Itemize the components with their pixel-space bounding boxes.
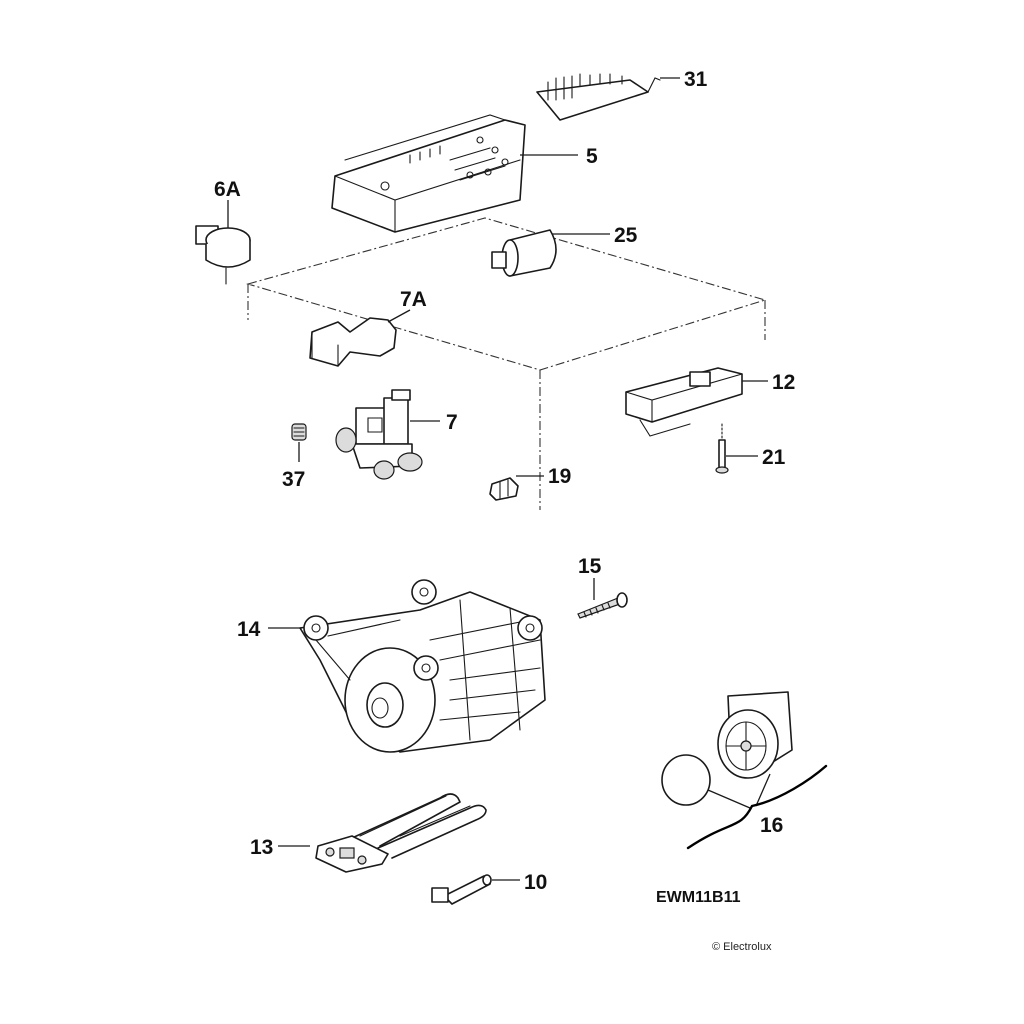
part-16-drain-pump[interactable]: [661, 691, 828, 850]
label-6A: 6A: [214, 178, 241, 201]
label-12: 12: [772, 371, 795, 394]
callout-16: 16: [760, 814, 783, 837]
label-10: 10: [524, 871, 547, 894]
label-25: 25: [614, 224, 638, 247]
label-14: 14: [237, 618, 261, 641]
label-15: 15: [578, 555, 602, 578]
callout-6A: 6A: [214, 178, 241, 228]
part-21-screw[interactable]: [715, 423, 729, 474]
part-7A-bracket[interactable]: [309, 317, 397, 367]
callout-10: 10: [492, 871, 547, 894]
model-number: EWM11B11: [656, 889, 741, 906]
label-31: 31: [684, 68, 708, 91]
part-12-door-interlock[interactable]: [625, 367, 743, 437]
part-19-clip[interactable]: [489, 477, 519, 501]
cabinet-outline: [246, 217, 767, 510]
callout-31: 31: [660, 68, 708, 91]
part-6A-pressure-switch[interactable]: [195, 225, 251, 285]
callout-7: 7: [410, 411, 458, 434]
part-5-control-module[interactable]: [331, 114, 526, 233]
callout-7A: 7A: [387, 288, 427, 323]
label-21: 21: [762, 446, 786, 469]
callout-37: 37: [282, 442, 305, 491]
part-37-filter[interactable]: [291, 423, 307, 441]
label-5: 5: [586, 145, 598, 168]
label-37: 37: [282, 468, 305, 491]
label-7A: 7A: [400, 288, 427, 311]
callout-14: 14: [237, 618, 302, 641]
part-25-capacitor[interactable]: [491, 229, 557, 277]
callout-25: 25: [552, 224, 638, 247]
callout-19: 19: [516, 465, 571, 488]
part-14-motor[interactable]: [299, 579, 546, 753]
label-13: 13: [250, 836, 273, 859]
callout-5: 5: [520, 145, 598, 168]
label-7: 7: [446, 411, 458, 434]
callout-21: 21: [726, 446, 786, 469]
copyright: © Electrolux: [712, 941, 772, 953]
callout-15: 15: [578, 555, 602, 600]
part-10-ntc-sensor[interactable]: [431, 874, 492, 905]
label-16: 16: [760, 814, 783, 837]
part-31-button-strip[interactable]: [536, 73, 661, 121]
part-15-screw[interactable]: [577, 592, 628, 619]
label-19: 19: [548, 465, 571, 488]
callout-13: 13: [250, 836, 310, 859]
part-7-inlet-valve[interactable]: [335, 389, 423, 480]
callout-12: 12: [742, 371, 795, 394]
part-13-heating-element[interactable]: [315, 793, 487, 873]
